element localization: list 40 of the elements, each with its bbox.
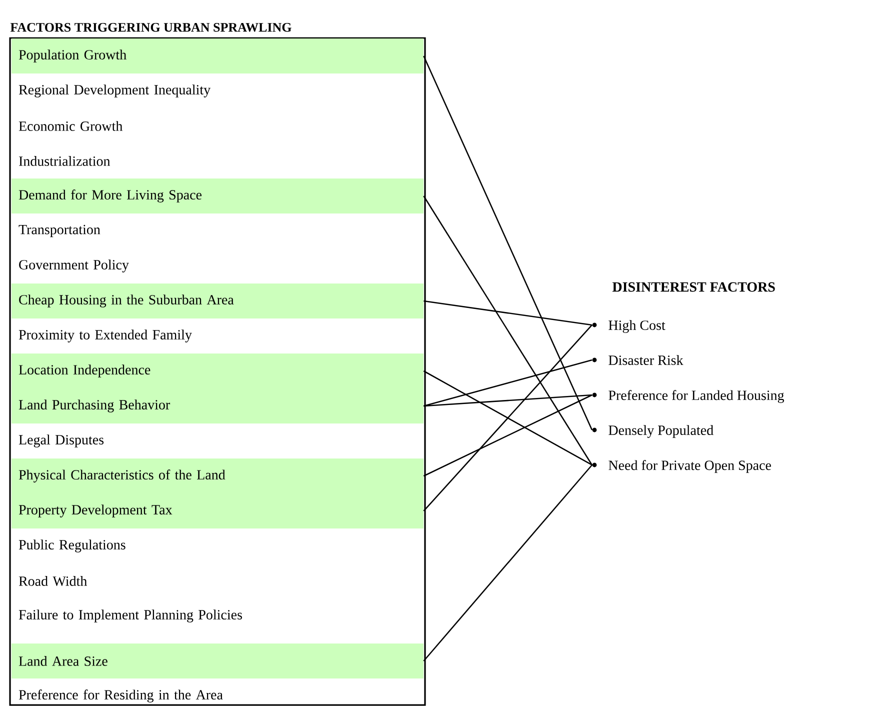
connector-line (424, 359, 592, 407)
factor-row: Cheap Housing in the Suburban Area (12, 284, 424, 318)
connector-line (423, 324, 592, 512)
factor-row: Property Development Tax (12, 494, 424, 528)
node-label: Land Purchasing Behavior (18, 400, 170, 412)
factor-row: Regional Development Inequality (18, 84, 211, 98)
connector-line (424, 300, 592, 326)
list-box (9, 37, 426, 706)
connector-line (423, 56, 593, 430)
connector-line (423, 196, 593, 466)
factor-row: Proximity to Extended Family (18, 330, 192, 342)
heading: DISINTEREST FACTORS (612, 282, 775, 292)
node-label: Location Independence (18, 364, 150, 378)
factor-row: Government Policy (19, 260, 129, 272)
factor-label: Preference for Landed Housing (608, 390, 784, 403)
node-label: Physical Characteristics of the Land (18, 470, 226, 482)
factor-label: High Cost (608, 320, 666, 333)
node-label: Property Development Tax (18, 504, 172, 518)
factor-row: Transportation (18, 224, 100, 238)
connector-line (423, 370, 592, 466)
connector-line (424, 394, 592, 407)
connector-line (423, 394, 592, 477)
factor-row: Population Growth (12, 38, 424, 74)
factor-row: Demand for More Living Space (12, 178, 424, 214)
factor-label: Disaster Risk (608, 355, 684, 365)
factor-row: Road Width (18, 576, 87, 586)
factor-row: Location Independence (12, 354, 424, 388)
factor-row: Public Regulations (18, 540, 126, 552)
factor-row: Preference for Residing in the Area (18, 690, 223, 702)
factor-label: Need for Private Open Space (608, 460, 771, 473)
factor-row: Land Purchasing Behavior (12, 388, 424, 424)
factor-row: Economic Growth (18, 121, 123, 131)
connector-line (423, 464, 592, 662)
factor-label: Densely Populated (608, 425, 714, 438)
factor-row: Failure to Implement Planning Policies (18, 610, 242, 622)
factor-row: Industrialization (19, 156, 110, 166)
factor-row: Land Area Size (12, 644, 424, 678)
heading: FACTORS TRIGGERING URBAN SPRAWLING (10, 23, 292, 32)
factor-row: Physical Characteristics of the Land (12, 458, 424, 494)
factor-row: Legal Disputes (18, 434, 104, 448)
